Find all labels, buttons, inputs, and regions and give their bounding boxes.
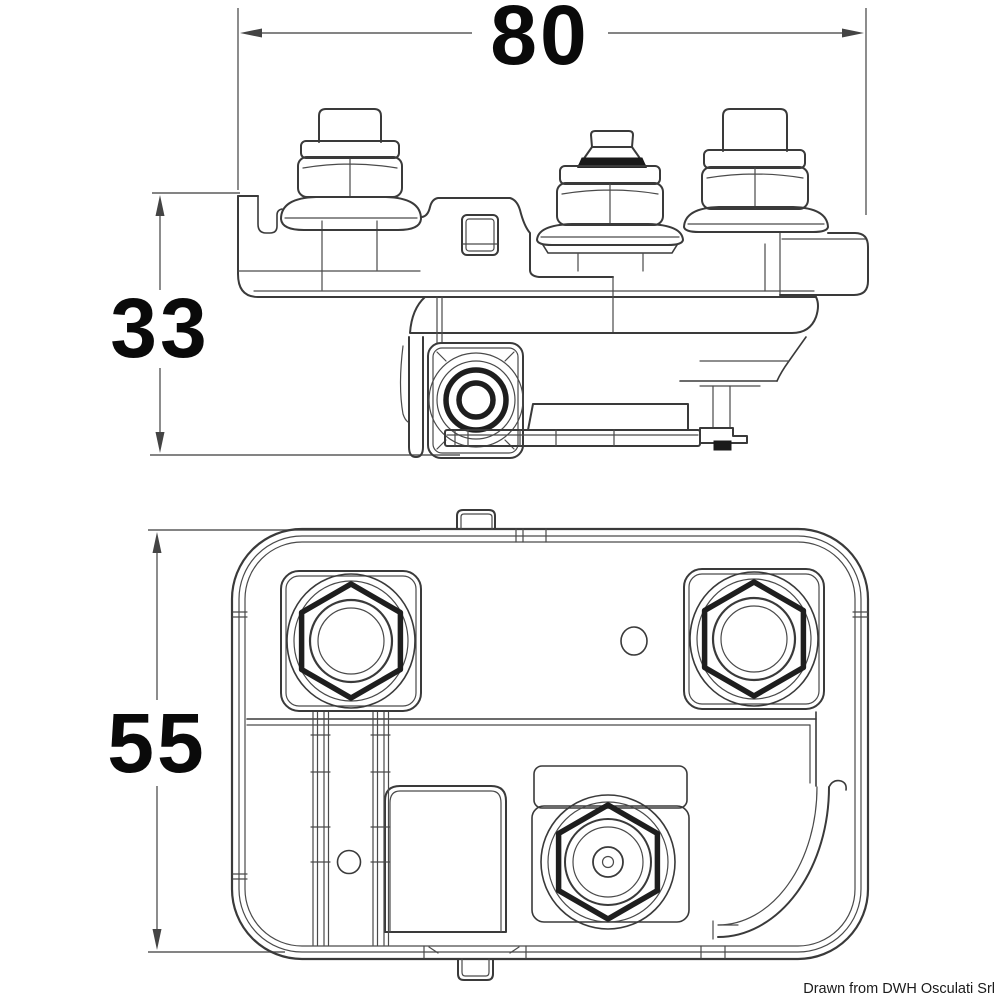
hex-nut (555, 802, 661, 922)
plan-lower-left-block (384, 785, 507, 933)
side-bolt-middle (536, 130, 684, 272)
plan-hole-center (620, 626, 648, 656)
credit-text: Drawn from DWH Osculati Srl (803, 981, 995, 997)
arrowhead-up (155, 195, 165, 216)
side-underside (399, 296, 748, 459)
side-face-detail (461, 214, 499, 256)
plan-top-tab (456, 509, 496, 530)
socket-ring (443, 367, 509, 433)
arrowhead-right (842, 28, 864, 38)
side-bolt-right (683, 108, 829, 233)
plan-swoosh-arc (712, 779, 847, 940)
dimension-33-label: 33 (110, 281, 209, 375)
lower-bracket (527, 403, 689, 431)
socket-bore (456, 380, 496, 420)
side-view (237, 108, 869, 459)
plan-housing-outline (230, 527, 870, 961)
plan-view (230, 509, 870, 981)
arrowhead-down (155, 432, 165, 453)
foot-pad (713, 440, 732, 451)
arrowhead-up (152, 532, 162, 553)
dimension-33: 33 (110, 192, 460, 456)
hex-nut (701, 579, 807, 699)
dimension-55: 55 (107, 529, 420, 953)
plan-hole-left (336, 849, 362, 875)
left-hanger-strip (408, 336, 424, 458)
plan-terminal-legs (310, 710, 391, 946)
dimension-55-label: 55 (107, 696, 206, 790)
arrowhead-left (240, 28, 262, 38)
side-bolt-left (280, 108, 422, 231)
right-foot (699, 385, 748, 451)
dimension-80: 80 (237, 0, 867, 215)
plan-inner-plate (246, 711, 847, 940)
hex-terminal-bottom-center (531, 794, 690, 930)
socket-connector (427, 342, 524, 459)
hex-terminal-top-right (683, 568, 825, 710)
side-body (237, 195, 869, 387)
plan-bottom-tab (457, 958, 494, 981)
hex-terminal-top-left (280, 570, 422, 712)
dimension-80-label: 80 (490, 0, 589, 82)
arrowhead-down (152, 929, 162, 950)
hex-nut (298, 581, 404, 701)
